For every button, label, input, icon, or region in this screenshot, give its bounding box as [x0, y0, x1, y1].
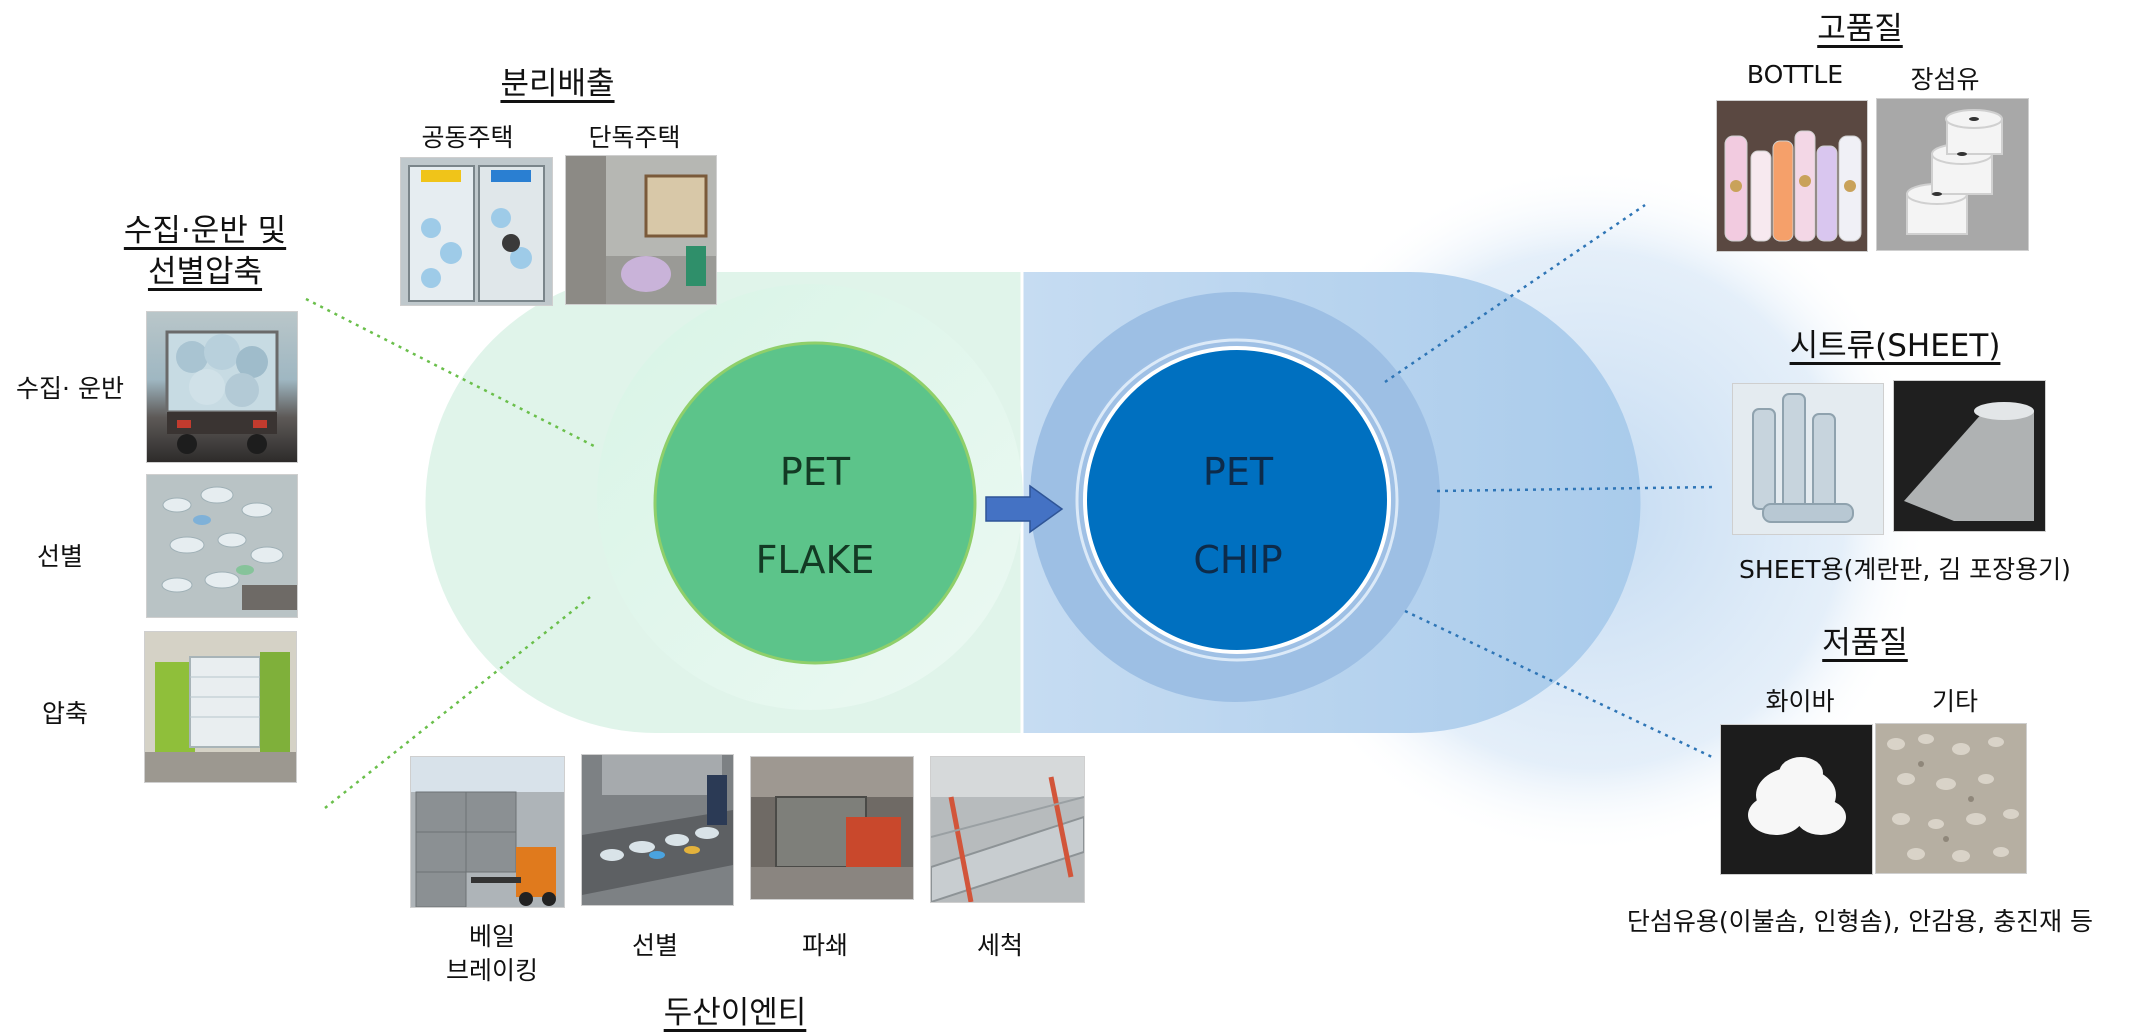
doosan-label-washing: 세척 [976, 931, 1023, 960]
sorting-photo [146, 474, 298, 618]
long-fiber-photo [1876, 98, 2029, 251]
high-quality-label-bottle: BOTTLE [1746, 60, 1844, 89]
etc-photo [1875, 723, 2027, 874]
sheet-caption: SHEET용(계란판, 김 포장용기) [1739, 555, 2071, 584]
collection-label-compression: 압축 [41, 699, 88, 728]
separation-label-apartment: 공동주택 [421, 123, 514, 152]
pet-flake-line2: FLAKE [755, 538, 875, 582]
connector-low-quality [1404, 609, 1713, 759]
house-photo [565, 155, 717, 305]
connector-sheet [1436, 485, 1717, 493]
sheet-film-photo [1893, 380, 2046, 532]
collection-label-sorting: 선별 [36, 542, 83, 571]
pet-flake-circle [653, 341, 977, 665]
collection-label-transport: 수집· 운반 [16, 374, 124, 403]
doosan-label-bale-breaking: 베일 브레이킹 [445, 922, 538, 985]
doosan-label-sorting: 선별 [631, 931, 678, 960]
pet-chip-line1: PET [1202, 450, 1274, 494]
compression-photo [144, 631, 297, 783]
high-quality-title: 고품질 [1817, 11, 1903, 47]
bottle-photo [1716, 100, 1868, 252]
low-quality-label-etc: 기타 [1931, 687, 1978, 716]
doosan-label-crushing: 파쇄 [801, 931, 848, 960]
arrow-flake-to-chip [985, 484, 1064, 534]
pet-chip-line2: CHIP [1193, 538, 1283, 582]
crushing-photo [750, 756, 914, 900]
low-quality-title: 저품질 [1822, 625, 1908, 661]
sheet-roll-photo [1732, 383, 1884, 535]
low-quality-caption: 단섬유용(이불솜, 인형솜), 안감용, 충진재 등 [1626, 907, 2094, 936]
low-quality-label-fiber: 화이바 [1765, 687, 1835, 716]
separation-title: 분리배출 [500, 66, 615, 102]
separation-label-house: 단독주택 [588, 123, 681, 152]
connector-collection-bottom [324, 596, 591, 809]
pet-flake-line1: PET [779, 450, 851, 494]
high-quality-label-long-fiber: 장섬유 [1910, 65, 1980, 94]
washing-photo [930, 756, 1085, 903]
bale-breaking-photo [410, 756, 565, 908]
connector-collection-top [305, 297, 595, 448]
doosan-sorting-photo [581, 754, 734, 906]
truck-photo [146, 311, 298, 463]
collection-title-line2: 선별압축 [147, 254, 263, 290]
doosan-title: 두산이엔티 [663, 995, 807, 1031]
apartment-photo [400, 157, 553, 306]
sheet-title: 시트류(SHEET) [1789, 328, 2001, 364]
collection-title-line1: 수집·운반 및 [123, 213, 287, 249]
pet-chip-circle [1083, 346, 1391, 654]
fiber-photo [1720, 724, 1873, 875]
